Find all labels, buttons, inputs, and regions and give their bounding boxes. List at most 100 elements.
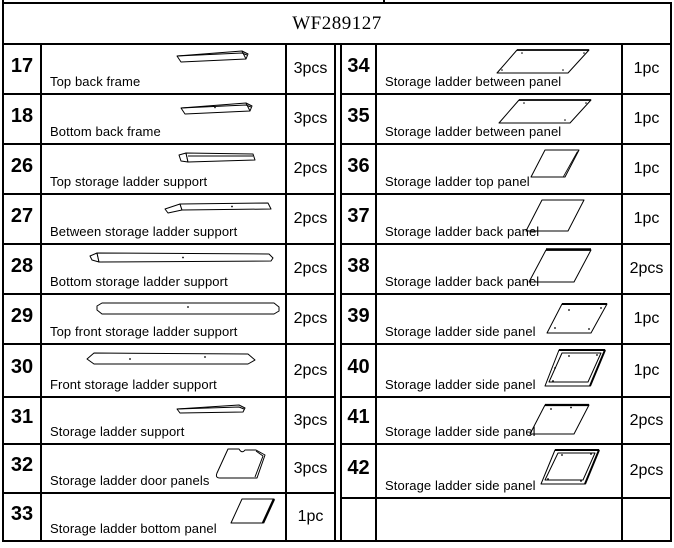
part-description: Top storage ladder support [50,174,208,189]
part-quantity: 2pcs [621,445,670,497]
part-quantity: 2pcs [621,398,670,443]
part-cell: Front storage ladder support [42,345,285,396]
pointed-bar-icon [86,352,256,365]
part-quantity: 1pc [621,345,670,396]
table-row: 39 Storage ladder side panel 1pc [342,295,670,345]
part-cell: Storage ladder door panels [42,445,285,492]
part-description: Storage ladder side panel [385,478,536,493]
part-number: 41 [342,398,377,443]
part-number: 27 [4,195,42,243]
table-row: 36 Storage ladder top panel 1pc [342,145,670,195]
part-cell: Storage ladder bottom panel [42,494,285,540]
long-bar-icon [89,252,274,263]
bottom-panel-icon [230,498,276,524]
part-number: 36 [342,145,377,193]
table-row: 41 Storage ladder side panel 2pcs [342,398,670,445]
part-description: Top back frame [50,74,141,89]
parts-column-right: 34 Storage ladder between panel 1pc [340,45,670,540]
part-number: 33 [4,494,42,540]
part-number: 40 [342,345,377,396]
part-quantity: 1pc [621,295,670,343]
part-cell: Storage ladder back panel [377,195,621,243]
part-quantity: 2pcs [285,295,334,343]
part-number [342,499,377,540]
part-description: Storage ladder back panel [385,274,540,289]
part-number: 30 [4,345,42,396]
part-description: Storage ladder back panel [385,224,540,239]
model-number-title: WF289127 [4,4,670,45]
part-number: 17 [4,45,42,93]
thin-bar-icon [176,50,249,63]
part-number: 38 [342,245,377,293]
part-description: Storage ladder between panel [385,74,562,89]
tipped-bar-icon [164,202,272,214]
part-quantity: 2pcs [285,195,334,243]
part-number: 18 [4,95,42,143]
part-description: Storage ladder side panel [385,324,536,339]
part-cell: Top front storage ladder support [42,295,285,343]
table-row: 40 Storage ladder side panel [342,345,670,398]
part-number: 34 [342,45,377,93]
wide-panel-icon [496,49,590,74]
table-row: 37 Storage ladder back panel 1pc [342,195,670,245]
part-quantity: 3pcs [285,398,334,443]
part-quantity: 2pcs [621,245,670,293]
table-row: 29 Top front storage ladder support 2pcs [4,295,334,345]
part-description: Storage ladder bottom panel [50,521,217,536]
part-number: 32 [4,445,42,492]
part-number: 35 [342,95,377,143]
part-description: Between storage ladder support [50,224,238,239]
parts-table-body: 17 Top back frame 3pcs 18 [4,45,670,540]
part-cell: Storage ladder between panel [377,95,621,143]
table-row: 42 Storage ladder side panel [342,445,670,499]
small-panel-icon [530,149,580,178]
part-number: 42 [342,445,377,497]
part-quantity: 3pcs [285,95,334,143]
part-description: Storage ladder support [50,424,185,439]
table-row: 27 Between storage ladder support 2pcs [4,195,334,245]
part-description: Storage ladder door panels [50,473,210,488]
side-panel-icon [529,403,590,435]
part-quantity: 3pcs [285,45,334,93]
part-cell: Storage ladder between panel [377,45,621,93]
table-row: 18 Bottom back frame 3pcs [4,95,334,145]
table-row: 34 Storage ladder between panel 1pc [342,45,670,95]
part-quantity: 3pcs [285,445,334,492]
part-description: Top front storage ladder support [50,324,238,339]
side-panel-frame-icon [544,349,606,387]
table-row: 32 Storage ladder door panels 3pcs [4,445,334,494]
table-row: 33 Storage ladder bottom panel 1pc [4,494,334,540]
part-cell: Storage ladder side panel [377,295,621,343]
part-number: 26 [4,145,42,193]
part-description: Storage ladder side panel [385,424,536,439]
part-cell [377,499,621,540]
parts-table: WF289127 17 Top back frame 3pcs [2,2,672,542]
part-cell: Storage ladder side panel [377,398,621,443]
table-row: 35 Storage ladder between panel 1pc [342,95,670,145]
table-row: 26 Top storage ladder support 2pcs [4,145,334,195]
part-quantity: 2pcs [285,145,334,193]
part-description: Front storage ladder support [50,377,217,392]
part-description: Storage ladder between panel [385,124,562,139]
part-quantity: 1pc [621,195,670,243]
table-row: 30 Front storage ladder support 2pcs [4,345,334,398]
part-quantity: 1pc [621,145,670,193]
part-cell: Storage ladder support [42,398,285,443]
part-number: 31 [4,398,42,443]
table-row: 38 Storage ladder back panel 2pcs [342,245,670,295]
side-panel-icon [546,303,608,334]
part-cell: Top storage ladder support [42,145,285,193]
part-cell: Storage ladder side panel [377,445,621,497]
part-description: Storage ladder top panel [385,174,530,189]
part-quantity: 2pcs [285,245,334,293]
table-row: 31 Storage ladder support 3pcs [4,398,334,445]
part-cell: Between storage ladder support [42,195,285,243]
side-panel-frame-icon [540,449,600,485]
part-quantity: 2pcs [285,345,334,396]
part-description: Storage ladder side panel [385,377,536,392]
thin-bar-icon [180,102,253,115]
capped-bar-icon [178,152,256,163]
part-number: 28 [4,245,42,293]
parts-column-left: 17 Top back frame 3pcs 18 [4,45,336,540]
back-panel-icon [525,199,585,232]
